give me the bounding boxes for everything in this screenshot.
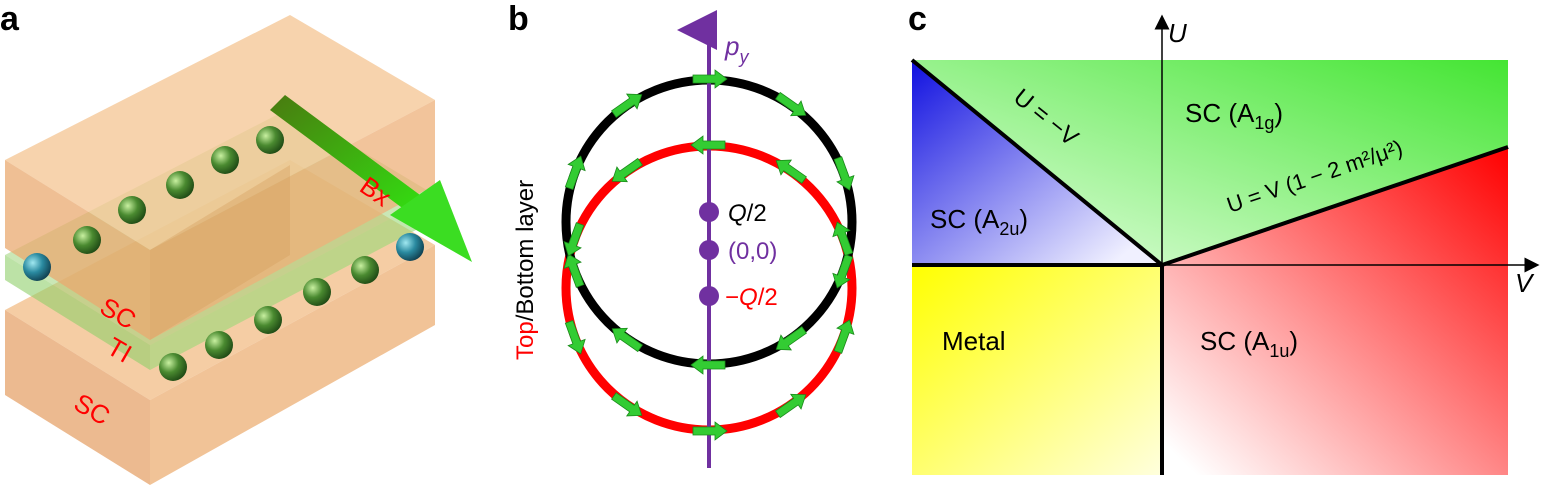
region-a1u bbox=[1162, 147, 1508, 475]
spin-arrow-icon bbox=[832, 253, 854, 289]
label-origin: (0,0) bbox=[728, 238, 777, 265]
spin-arrow-icon bbox=[690, 355, 726, 375]
u-axis-label: U bbox=[1168, 18, 1187, 48]
label-region-a1u: SC (A1u) bbox=[1200, 326, 1298, 361]
spin-arrow-icon bbox=[611, 392, 643, 417]
region-a1g bbox=[912, 60, 1508, 265]
spin-arrow-icon bbox=[692, 421, 728, 441]
spin-arrow-icon bbox=[775, 159, 807, 184]
label-region-a1g: SC (A1g) bbox=[1185, 98, 1283, 133]
ti-atoms-back bbox=[73, 126, 284, 254]
spin-arrow-icon bbox=[563, 253, 585, 288]
spin-arrow-icon bbox=[611, 157, 643, 183]
side-label-top: Top bbox=[512, 321, 539, 360]
side-label-bottom: Bottom layer bbox=[512, 180, 539, 315]
boundary-a1g-a1u bbox=[1161, 145, 1509, 267]
spin-arrows bbox=[563, 69, 855, 441]
spin-arrow-icon bbox=[564, 155, 586, 191]
spin-arrow-icon bbox=[690, 135, 726, 155]
label-region-metal: Metal bbox=[942, 326, 1006, 356]
point-q-half bbox=[699, 202, 719, 222]
label-region-a2u: SC (A2u) bbox=[930, 204, 1028, 239]
spin-arrow-icon bbox=[775, 393, 807, 419]
region-metal bbox=[912, 265, 1162, 475]
panel-b-fermi-rings: Top/Bottom layer py Q/2 (0,0) −Q/2 bbox=[512, 10, 857, 468]
spin-arrow-icon bbox=[564, 319, 586, 355]
boundary-u-minus-v bbox=[910, 58, 1164, 267]
point-neg-q-half bbox=[699, 286, 719, 306]
label-q-half: Q/2 bbox=[728, 200, 767, 227]
spin-arrow-icon bbox=[833, 319, 855, 354]
panel-letter-a: a bbox=[0, 0, 19, 38]
panel-letter-c: c bbox=[908, 0, 927, 38]
bx-arrow bbox=[270, 95, 472, 262]
side-label-slash: / bbox=[512, 314, 539, 321]
ti-atoms-front bbox=[23, 233, 424, 381]
side-label: Top/Bottom layer bbox=[512, 180, 539, 360]
spin-arrow-icon bbox=[692, 69, 728, 89]
spin-arrow-icon bbox=[832, 221, 854, 257]
spin-arrow-icon bbox=[775, 91, 807, 117]
spin-arrow-icon bbox=[775, 326, 807, 351]
spin-arrow-icon bbox=[833, 156, 855, 191]
spin-arrow-icon bbox=[611, 327, 643, 353]
py-axis-label: py bbox=[724, 31, 749, 67]
spin-arrow-icon bbox=[611, 93, 643, 118]
panel-letter-b: b bbox=[508, 0, 529, 38]
panel-c-phase-diagram: U V SC (A1g) SC (A2u) SC (A1u) Metal U =… bbox=[910, 14, 1540, 475]
v-axis-label: V bbox=[1515, 268, 1535, 298]
point-origin bbox=[699, 240, 719, 260]
panel-a-schematic: Bx SC TI SC bbox=[5, 15, 472, 485]
spin-arrow-icon bbox=[563, 222, 585, 257]
label-neg-q-half: −Q/2 bbox=[725, 284, 778, 311]
